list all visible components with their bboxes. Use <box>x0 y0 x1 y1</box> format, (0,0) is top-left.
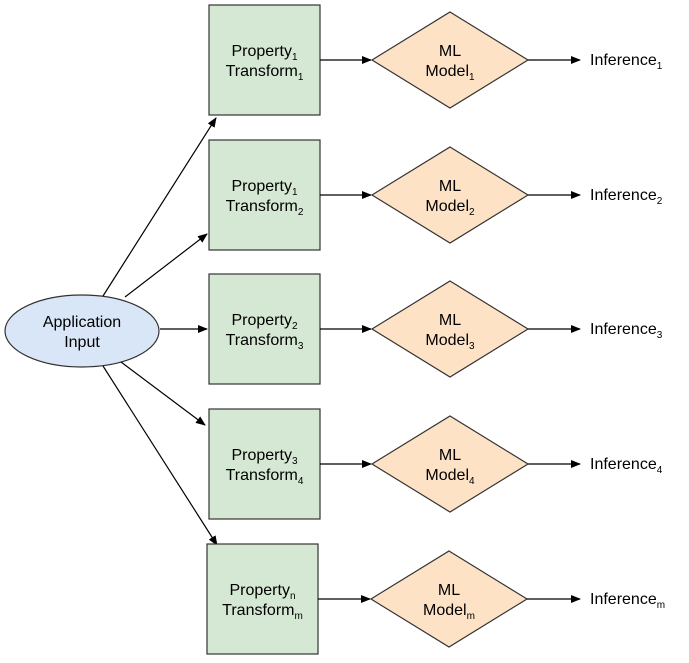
ml-model-diamond <box>370 146 530 244</box>
ml-model-name-label: Model2 <box>425 198 475 218</box>
transform-property-label: Property2 <box>231 312 297 332</box>
transform-name-label: Transform1 <box>226 63 304 83</box>
inference-label: Inference1 <box>590 52 663 72</box>
inference-label: Inference4 <box>590 456 663 476</box>
ml-model-name-label: Model3 <box>425 332 475 352</box>
transform-name-label: Transformm <box>222 602 303 622</box>
transform-box <box>208 273 321 385</box>
transform-property-label: Property3 <box>231 447 297 467</box>
ml-model-label: ML <box>439 178 461 195</box>
transform-property-label: Property1 <box>231 178 297 198</box>
ml-model-label: ML <box>439 312 461 329</box>
transform-property-label: Property1 <box>231 43 297 63</box>
ml-model-label: ML <box>439 447 461 464</box>
ml-model-label: ML <box>439 43 461 60</box>
transform-box <box>208 4 321 116</box>
ml-model-label: ML <box>438 582 460 599</box>
application-input-label-line2: Input <box>64 334 100 351</box>
input-edge-arrow <box>124 233 208 298</box>
application-input-label-line1: Application <box>43 314 121 331</box>
transform-box <box>208 139 321 251</box>
ml-model-name-label: Modelm <box>423 602 475 622</box>
input-edge-arrow <box>102 365 218 546</box>
inference-label: Inferencem <box>590 591 665 611</box>
input-edge-arrow <box>102 117 217 297</box>
transform-name-label: Transform2 <box>226 198 304 218</box>
transform-property-label: Propertyn <box>229 582 295 602</box>
inference-label: Inference2 <box>590 187 663 207</box>
ml-model-name-label: Model1 <box>425 63 475 83</box>
ml-model-diamond <box>370 280 530 378</box>
ml-model-diamond <box>370 11 530 109</box>
transform-box <box>206 543 319 655</box>
ml-model-name-label: Model4 <box>425 467 475 487</box>
transform-name-label: Transform4 <box>226 467 304 487</box>
pipeline-rows: Property1Transform1MLModel1Inference1Pro… <box>102 4 665 655</box>
ml-model-diamond <box>370 415 530 513</box>
application-input-node: Application Input <box>4 294 160 368</box>
inference-label: Inference3 <box>590 321 663 341</box>
ml-model-diamond <box>369 550 529 648</box>
transform-name-label: Transform3 <box>226 332 304 352</box>
input-edge-arrow <box>120 361 206 426</box>
transform-box <box>208 408 321 520</box>
